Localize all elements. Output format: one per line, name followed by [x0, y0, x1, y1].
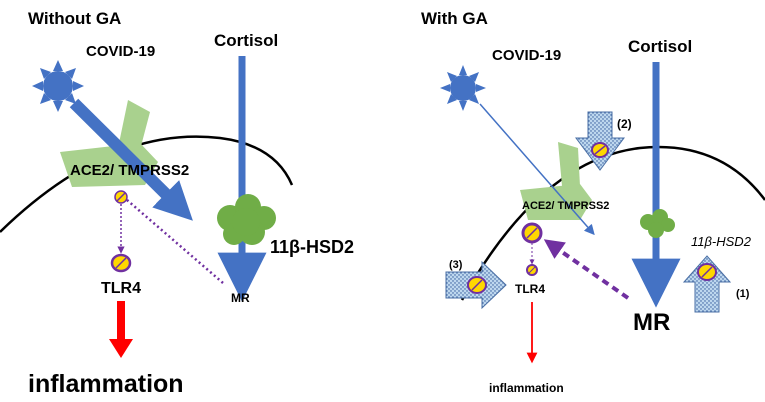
- left-tlr4-icon: [110, 253, 132, 273]
- right-tlr4-label: TLR4: [515, 282, 545, 296]
- left-ace2-label: ACE2/ TMPRSS2: [70, 162, 189, 179]
- left-virus-icon: [32, 60, 84, 112]
- left-mr-label: MR: [231, 291, 250, 305]
- left-panel: Without GA COVID-19 ACE2/ TMPRSS2 Cortis…: [0, 9, 354, 398]
- left-enzyme-label: 11β-HSD2: [270, 237, 354, 257]
- right-covid-label: COVID-19: [492, 47, 561, 64]
- right-cell-membrane: [460, 145, 765, 301]
- right-11b-hsd2-enzyme-shape: [640, 209, 675, 238]
- left-tlr4-label: TLR4: [101, 280, 141, 297]
- right-block-arrow-2: [575, 111, 625, 171]
- right-virus-icon: [440, 65, 486, 111]
- right-inhibitor-1-icon: [697, 263, 717, 281]
- right-cortisol-label: Cortisol: [628, 37, 692, 56]
- left-inflammation-label: inflammation: [28, 370, 184, 398]
- left-11b-hsd2-enzyme-shape: [217, 194, 276, 245]
- right-receptor-inhibitor-icon: [521, 222, 543, 244]
- left-panel-title: Without GA: [28, 9, 121, 28]
- left-inhibitor-symbol-icon: [114, 190, 128, 204]
- left-cell-membrane: [0, 135, 294, 233]
- right-marker-1: (1): [736, 288, 750, 300]
- right-tlr4-icon: [526, 264, 538, 276]
- right-inflammation-label: inflammation: [489, 381, 564, 395]
- right-marker-3: (3): [449, 259, 463, 271]
- right-mr-receptor-dashed-arrow: [543, 239, 630, 300]
- left-virus-entry-arrow: [69, 98, 193, 221]
- right-block-arrow-3: [445, 260, 507, 310]
- right-virus-entry-arrow: [479, 103, 595, 236]
- left-cortisol-label: Cortisol: [214, 31, 278, 50]
- right-marker-2: (2): [617, 117, 632, 131]
- right-inhibitor-2-icon: [591, 142, 609, 158]
- left-covid-label: COVID-19: [86, 43, 155, 60]
- right-ace2-label: ACE2/ TMPRSS2: [522, 200, 609, 212]
- left-inflammation-arrow: [109, 301, 133, 358]
- right-panel-title: With GA: [421, 9, 488, 28]
- left-mr-receptor-dotted-line: [126, 199, 224, 284]
- right-block-arrow-1: [682, 255, 732, 313]
- right-enzyme-label: 11β-HSD2: [691, 234, 752, 249]
- right-inhibitor-3-icon: [467, 276, 487, 294]
- right-mr-label: MR: [633, 309, 670, 336]
- right-panel: With GA COVID-19 ACE2/ TMPRSS2: [421, 9, 765, 395]
